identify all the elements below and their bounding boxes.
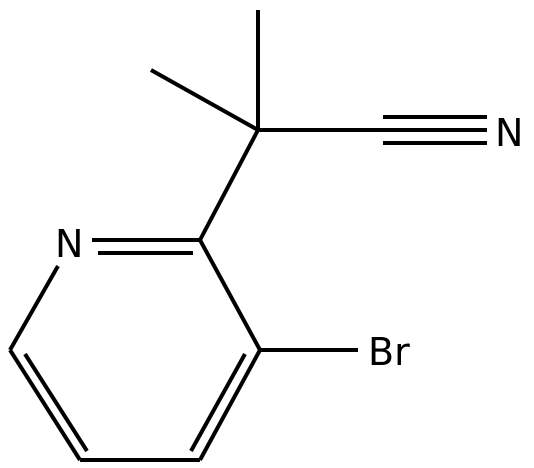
bond-pyridine-c2-to-c3 bbox=[198, 239, 262, 351]
bromine-label: Br bbox=[368, 330, 410, 374]
bond-pyridine-c6-to-n bbox=[8, 265, 60, 351]
bond-quaternary-carbon-methyl-left bbox=[150, 68, 259, 132]
bond-pyridine-c5-to-c6 bbox=[8, 348, 82, 462]
bond-pyridine-c3-to-c4 bbox=[198, 349, 262, 461]
pyridine-nitrogen-label: N bbox=[55, 222, 83, 266]
nitrile-nitrogen-label: N bbox=[495, 111, 523, 155]
bond-quaternary-carbon-to-pyridine-c2 bbox=[198, 129, 260, 241]
bond-pyridine-c5-to-c6-double bbox=[23, 352, 89, 453]
bond-pyridine-c3-to-c4-double bbox=[189, 353, 247, 452]
